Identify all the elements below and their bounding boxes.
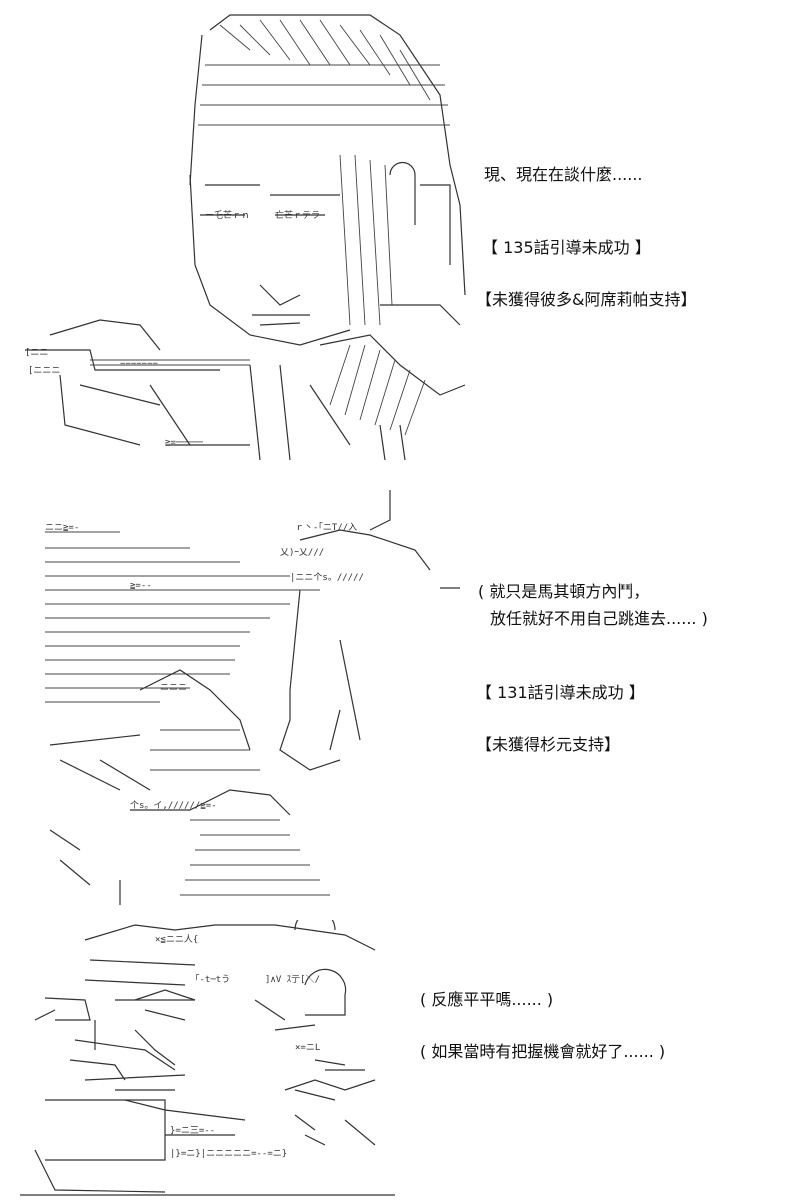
- svg-text:ｒ丶-｢ニT//入: ｒ丶-｢ニT//入: [295, 522, 357, 533]
- caption-line-5: 放任就好不用自己跳進去...... ): [490, 609, 708, 628]
- caption-line-1: 現、現在在談什麼......: [484, 165, 643, 184]
- ascii-art-armed-man: ー乇芒ｒｎ 亡芒ｒテラ [ニニ [ニニニ ======= ≧=─────: [20, 5, 470, 465]
- svg-text:ニニ≧=-: ニニ≧=-: [45, 523, 79, 533]
- svg-text:}=ニ三=--: }=ニ三=--: [170, 1126, 215, 1136]
- svg-text:个s。イ,//////≧=-: 个s。イ,//////≧=-: [130, 800, 217, 811]
- svg-text:=======: =======: [120, 360, 159, 370]
- caption-line-7: 【未獲得杉元支持】: [476, 735, 621, 754]
- caption-line-8: ( 反應平平嗎...... ): [420, 990, 554, 1009]
- ascii-art-reaching-arm: ニニ≧=- ≧=-- ニニニ ｒ丶-｢ニT//入 乂)ｰ乂/// |ニニ个s。/…: [40, 490, 470, 910]
- ascii-art-hands-on-desk: ×≦ニニ人{ ｢-t─tう ]∧V ｽ亍[＼/ ×=ニL |}=ニ}|ニニニニニ…: [15, 920, 395, 1200]
- svg-text:≧=─────: ≧=─────: [165, 438, 204, 448]
- caption-line-2: 【 135話引導未成功 】: [482, 238, 651, 257]
- svg-text:×≦ニニ人{: ×≦ニニ人{: [155, 934, 198, 945]
- svg-text:[ニニ: [ニニ: [25, 348, 48, 358]
- svg-text:亡芒ｒテラ: 亡芒ｒテラ: [275, 209, 320, 221]
- caption-line-4: ( 就只是馬其頓方內鬥，: [478, 582, 650, 601]
- svg-text:｢-t─tう: ｢-t─tう: [195, 974, 230, 985]
- svg-text:|}=ニ}|ニニニニニ=--=ニ}: |}=ニ}|ニニニニニ=--=ニ}: [170, 1149, 287, 1159]
- caption-line-9: ( 如果當時有把握機會就好了...... ): [420, 1042, 666, 1061]
- svg-text:乂)ｰ乂///: 乂)ｰ乂///: [280, 548, 324, 558]
- caption-line-6: 【 131話引導未成功 】: [476, 683, 645, 702]
- svg-text:ニニニ: ニニニ: [160, 683, 187, 693]
- svg-text:ー乇芒ｒｎ: ー乇芒ｒｎ: [205, 209, 250, 221]
- svg-text:]∧V ｽ亍[＼/: ]∧V ｽ亍[＼/: [265, 974, 320, 985]
- svg-text:≧=--: ≧=--: [130, 581, 152, 591]
- svg-text:|ニニ个s。/////: |ニニ个s。/////: [290, 572, 364, 583]
- panel-3: ×≦ニニ人{ ｢-t─tう ]∧V ｽ亍[＼/ ×=ニL |}=ニ}|ニニニニニ…: [0, 920, 800, 1200]
- panel-2: ニニ≧=- ≧=-- ニニニ ｒ丶-｢ニT//入 乂)ｰ乂/// |ニニ个s。/…: [0, 490, 800, 910]
- svg-text:×=ニL: ×=ニL: [295, 1043, 320, 1053]
- panel-1: ー乇芒ｒｎ 亡芒ｒテラ [ニニ [ニニニ ======= ≧=─────: [0, 0, 800, 470]
- caption-line-3: 【未獲得彼多&阿席莉帕支持】: [476, 290, 697, 309]
- svg-text:[ニニニ: [ニニニ: [28, 366, 60, 376]
